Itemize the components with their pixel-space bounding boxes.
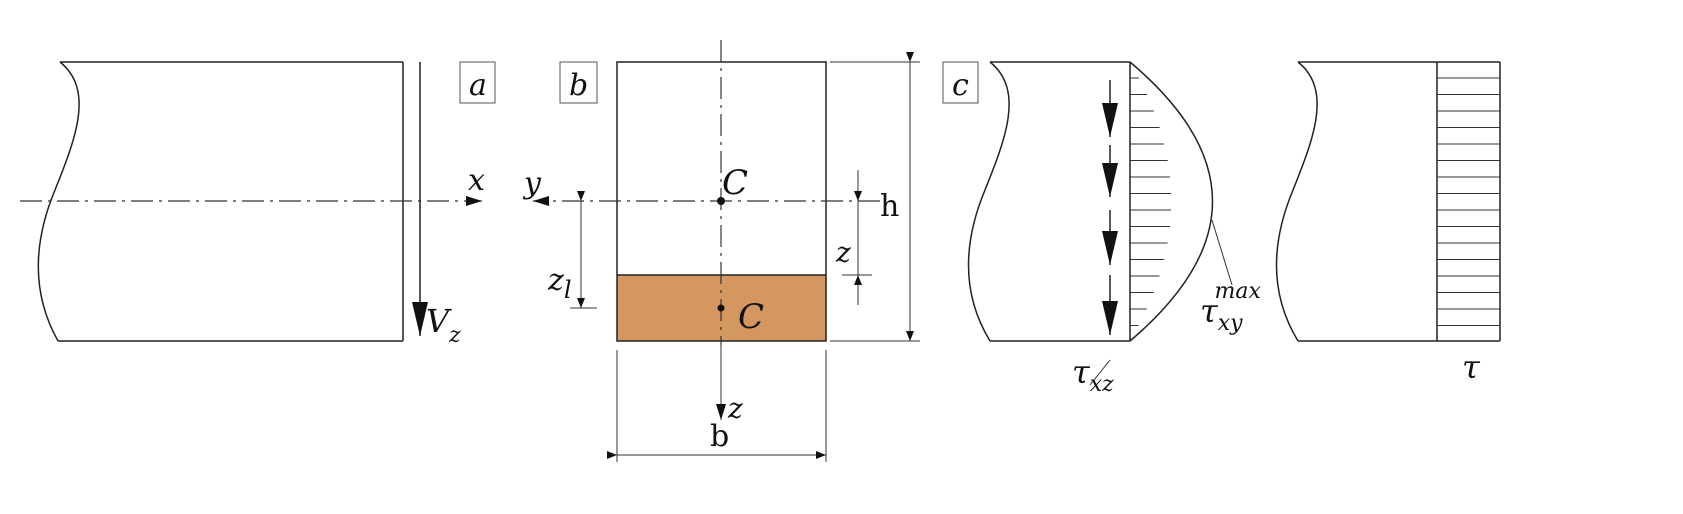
panel-b-cross-section: b z y C C zl z h b <box>522 40 920 462</box>
shear-force-label: Vz <box>426 302 461 348</box>
panel-a-tag: a <box>469 68 487 103</box>
h-label: h <box>880 189 899 224</box>
part-centroid-label: C <box>738 297 764 337</box>
panel-b-tag: b <box>569 68 588 103</box>
tau-xy-max-label: τxymax <box>1200 279 1262 336</box>
b-label: b <box>710 419 729 454</box>
tau-xz-label: τxz <box>1072 353 1114 397</box>
beam-break-line <box>967 61 1010 342</box>
tau-xy-leader <box>1211 219 1233 286</box>
x-axis-label: x <box>468 163 485 198</box>
panel-c-parabolic-shear: c τxz τxymax <box>942 61 1262 397</box>
panel-a-tag-box <box>459 61 496 104</box>
centroid-point <box>717 197 725 205</box>
parabola-hatching <box>1130 77 1172 326</box>
uniform-hatching <box>1437 77 1500 326</box>
panel-d-uniform-shear: τ <box>1275 61 1501 386</box>
tau-xz-leader <box>1089 359 1111 386</box>
beam-break-line <box>37 61 80 342</box>
parabolic-distribution <box>1129 61 1214 342</box>
part-centroid-point <box>717 304 725 312</box>
panel-c-tag: c <box>952 68 969 103</box>
z1-label: zl <box>547 263 572 304</box>
panel-a-beam: x Vz a <box>20 61 496 348</box>
z-dim-label: z <box>835 236 851 269</box>
panel-b-tag-box <box>559 61 598 104</box>
y-axis-label: y <box>522 166 542 201</box>
centroid-label: C <box>722 163 748 203</box>
panel-c-tag-box <box>942 61 979 104</box>
tau-label: τ <box>1462 348 1481 386</box>
z-axis-label: z <box>727 392 743 425</box>
beam-break-line <box>1275 61 1318 342</box>
